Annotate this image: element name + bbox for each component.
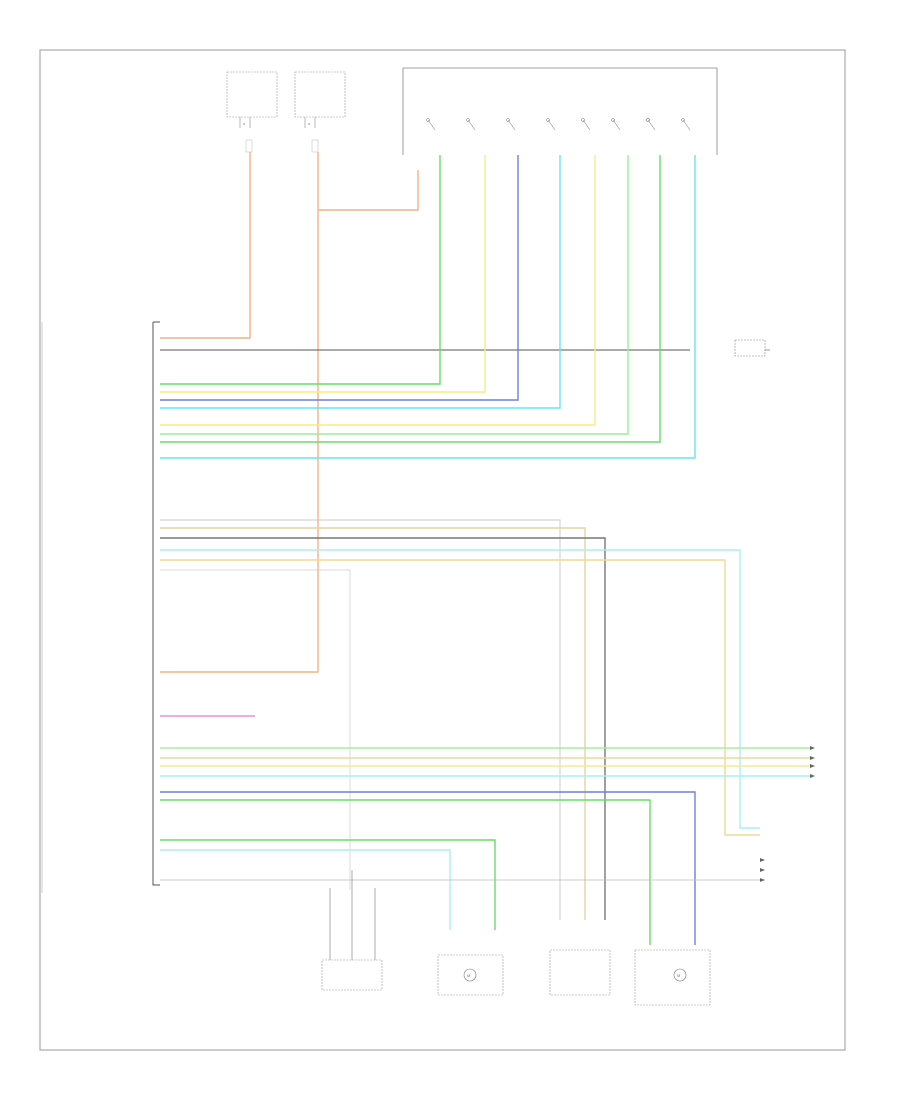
wire-switch-7 bbox=[160, 155, 661, 443]
wire-orange-switch bbox=[318, 170, 419, 211]
wires bbox=[160, 152, 810, 945]
wire-switch-6 bbox=[160, 155, 629, 435]
wire-recliner-back bbox=[160, 849, 451, 930]
wire-sensor-gray bbox=[160, 519, 561, 920]
ground-symbol bbox=[734, 339, 770, 357]
wire-switch-8 bbox=[160, 155, 696, 459]
fuse-block-right: o bbox=[294, 71, 346, 153]
right-connector bbox=[760, 746, 815, 882]
wire-orange-batt1 bbox=[160, 152, 251, 339]
seat-switch-assembly bbox=[402, 67, 718, 155]
svg-text:M: M bbox=[677, 973, 680, 978]
fuse-block-left: o bbox=[226, 71, 278, 153]
wire-recliner-fwd bbox=[160, 839, 496, 930]
front-vertical-motor: M bbox=[634, 949, 711, 1006]
recline-motor: M bbox=[437, 954, 504, 996]
wire-sensor-gray2 bbox=[160, 569, 351, 890]
position-sensor-left bbox=[321, 870, 383, 991]
front-vertical-sensor bbox=[549, 949, 611, 996]
wire-motor-6 bbox=[160, 799, 651, 945]
wire-sensor-cyan bbox=[160, 549, 760, 829]
wire-sensor-tan bbox=[160, 527, 586, 920]
wire-switch-5 bbox=[160, 155, 596, 426]
svg-text:o: o bbox=[243, 121, 246, 126]
wire-sensor-black bbox=[160, 537, 606, 920]
svg-text:M: M bbox=[467, 973, 470, 978]
switch-contacts bbox=[426, 118, 691, 131]
wire-switch-4 bbox=[160, 155, 561, 409]
wire-sensor-yellow bbox=[160, 559, 760, 836]
memory-seat-module bbox=[41, 321, 160, 893]
wire-switch-1 bbox=[160, 155, 441, 385]
wire-switch-2 bbox=[160, 155, 486, 393]
wire-orange-batt2 bbox=[160, 152, 319, 673]
diagram-frame bbox=[39, 49, 846, 1051]
svg-text:o: o bbox=[308, 121, 311, 126]
wire-motor-5 bbox=[160, 791, 696, 945]
wire-switch-3 bbox=[160, 155, 519, 401]
